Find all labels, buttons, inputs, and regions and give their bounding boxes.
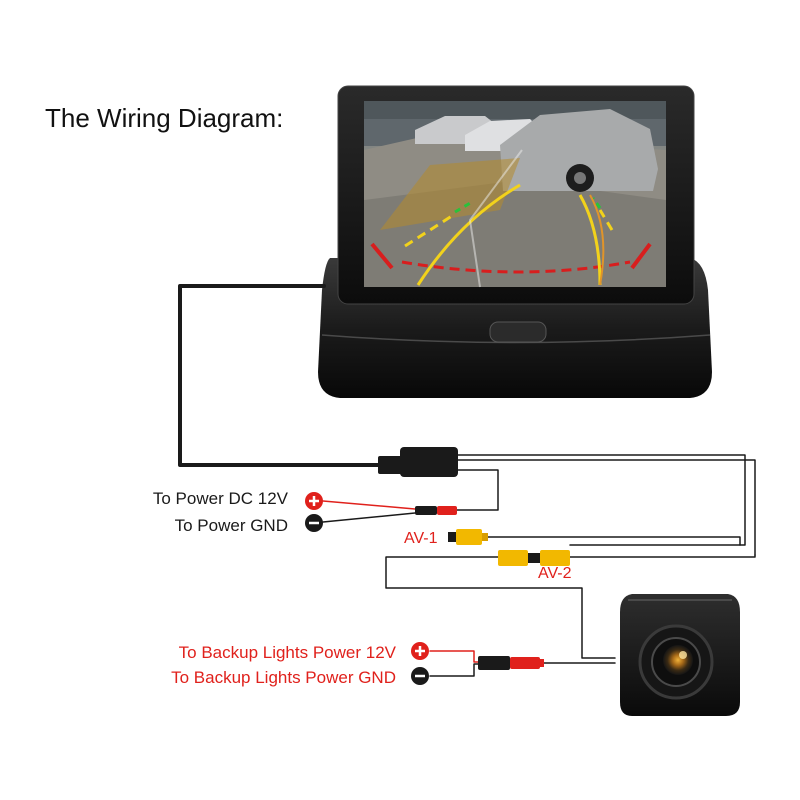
- plus-icon: [305, 492, 323, 510]
- monitor-button: [489, 321, 547, 343]
- diagram-title: The Wiring Diagram:: [45, 103, 284, 133]
- backup-camera: [620, 594, 740, 716]
- main-connector: [400, 447, 458, 477]
- av1-connector: [448, 529, 488, 545]
- backup-gnd-label: To Backup Lights Power GND: [171, 668, 396, 687]
- av1-label: AV-1: [404, 530, 438, 547]
- wires: [178, 284, 756, 677]
- power-gnd-label: To Power GND: [174, 516, 288, 535]
- minus-icon: [411, 667, 429, 685]
- monitor-cable: [178, 284, 382, 467]
- av2-connector: [498, 550, 570, 566]
- power-connector: [415, 506, 457, 515]
- camera-power-connector: [478, 656, 544, 670]
- backup-power-label: To Backup Lights Power 12V: [178, 643, 396, 662]
- power-dc-label: To Power DC 12V: [152, 489, 288, 508]
- plus-icon: [411, 642, 429, 660]
- monitor-plug: [378, 456, 402, 474]
- monitor: [318, 85, 712, 398]
- av2-label: AV-2: [538, 565, 572, 582]
- minus-icon: [305, 514, 323, 532]
- camera-lens: [663, 645, 693, 675]
- camera-view-image: [364, 101, 666, 288]
